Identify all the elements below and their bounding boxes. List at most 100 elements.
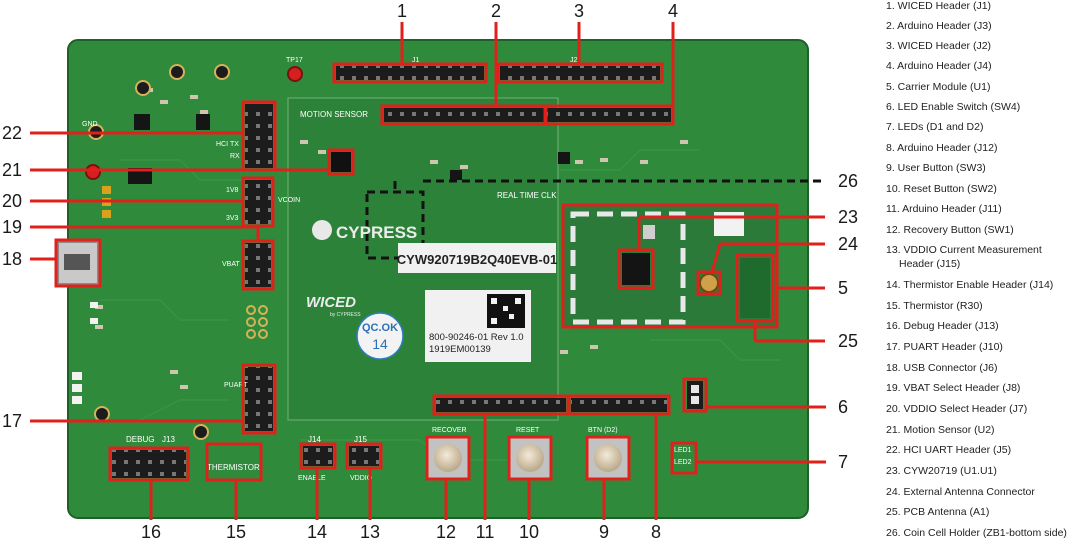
legend-item-5: 5. Carrier Module (U1) [886, 81, 991, 93]
callout-18: 18 [2, 249, 22, 269]
callout-6: 6 [838, 397, 848, 417]
model-label-bg [398, 243, 556, 273]
board-diagram: CYW920719B2Q40EVB-01 800-90246-01 Rev 1.… [2, 1, 858, 541]
legend-item-11: 11. Arduino Header (J11) [886, 203, 1002, 215]
svg-text:J15: J15 [354, 435, 367, 444]
svg-text:MOTION SENSOR: MOTION SENSOR [300, 110, 368, 119]
qc-stamp [356, 312, 404, 360]
push-buttons [426, 436, 630, 480]
callout-21: 21 [2, 160, 22, 180]
callout-4: 4 [668, 1, 678, 21]
callout-15: 15 [226, 522, 246, 541]
pcb-traces [100, 149, 780, 461]
callout-numbers: 1 2 3 4 5 6 7 8 9 10 11 12 13 14 15 16 1… [2, 1, 858, 541]
svg-text:J1: J1 [412, 57, 420, 64]
callout-14: 14 [307, 522, 327, 541]
callout-22: 22 [2, 123, 22, 143]
legend-item-9: 9. User Button (SW3) [886, 162, 986, 174]
legend-item-1: 1. WICED Header (J1) [886, 0, 992, 12]
svg-text:TX: TX [230, 141, 239, 148]
legend-item-25: 25. PCB Antenna (A1) [886, 506, 990, 518]
white-leds [72, 302, 98, 404]
sticker-line1: 800-90246-01 Rev 1.0 [429, 332, 524, 343]
svg-text:J14: J14 [308, 435, 321, 444]
legend: 1. WICED Header (J1) 2. Arduino Header (… [872, 0, 1080, 541]
legend-item-13: 13. VDDIO Current Measurement [886, 244, 1042, 256]
callout-2: 2 [491, 1, 501, 21]
callout-5: 5 [838, 278, 848, 298]
cyw20719-chip [622, 253, 650, 285]
legend-item-14: 14. Thermistor Enable Header (J14) [886, 279, 1054, 291]
svg-text:CYPRESS: CYPRESS [336, 223, 417, 242]
svg-text:RX: RX [230, 153, 240, 160]
black-ics [128, 114, 570, 184]
legend-item-8: 8. Arduino Header (J12) [886, 142, 998, 154]
silkscreen-labels: MOTION SENSOR REAL TIME CLK J1 J2 DEBUG … [82, 57, 692, 482]
callout-17: 17 [2, 411, 22, 431]
svg-text:VCOIN: VCOIN [278, 197, 300, 204]
callout-8: 8 [651, 522, 661, 541]
legend-item-2: 2. Arduino Header (J3) [886, 20, 992, 32]
svg-text:GND: GND [82, 121, 98, 128]
wiced-sub: by CYPRESS [330, 312, 361, 318]
external-antenna-connector [699, 273, 719, 293]
legend-item-20: 20. VDDIO Select Header (J7) [886, 403, 1028, 415]
svg-text:TP17: TP17 [286, 57, 303, 64]
svg-text:HCI: HCI [216, 141, 228, 148]
svg-text:3V3: 3V3 [226, 215, 239, 222]
callout-7: 7 [838, 452, 848, 472]
legend-item-3: 3. WICED Header (J2) [886, 40, 992, 52]
pcb-antenna [740, 258, 770, 318]
motion-sensor-chip [331, 152, 351, 172]
svg-text:REAL TIME CLK: REAL TIME CLK [497, 191, 557, 200]
cypress-logo: CYPRESS [312, 220, 417, 242]
legend-item-24: 24. External Antenna Connector [886, 486, 1035, 498]
callout-26: 26 [838, 171, 858, 191]
sticker-line2: 1919EM00139 [429, 344, 491, 355]
wiced-logo: WICED [306, 294, 356, 311]
svg-text:VBAT: VBAT [222, 261, 240, 268]
callout-9: 9 [599, 522, 609, 541]
svg-text:BTN (D2): BTN (D2) [588, 427, 618, 434]
svg-text:LED2: LED2 [674, 459, 692, 466]
svg-text:ENABLE: ENABLE [298, 475, 326, 482]
callout-20: 20 [2, 191, 22, 211]
legend-item-23: 23. CYW20719 (U1.U1) [886, 465, 997, 477]
pin-headers [112, 66, 671, 478]
svg-text:LED1: LED1 [674, 447, 692, 454]
legend-item-26: 26. Coin Cell Holder (ZB1-bottom side) [886, 527, 1067, 539]
callout-24: 24 [838, 234, 858, 254]
svg-text:RECOVER: RECOVER [432, 427, 467, 434]
qc-line2: 14 [372, 336, 388, 352]
svg-text:J2: J2 [570, 57, 578, 64]
legend-item-7: 7. LEDs (D1 and D2) [886, 121, 984, 133]
legend-item-22: 22. HCI UART Header (J5) [886, 444, 1012, 456]
svg-text:1V8: 1V8 [226, 187, 239, 194]
svg-text:PUART: PUART [224, 382, 248, 389]
legend-item-13-cont: Header (J15) [899, 258, 961, 270]
legend-item-12: 12. Recovery Button (SW1) [886, 224, 1014, 236]
callout-10: 10 [519, 522, 539, 541]
callout-11: 11 [476, 522, 495, 541]
callout-1: 1 [397, 1, 407, 21]
legend-item-19: 19. VBAT Select Header (J8) [886, 382, 1021, 394]
callout-12: 12 [436, 522, 456, 541]
svg-text:VDDIO: VDDIO [350, 475, 373, 482]
qc-line1: QC.OK [362, 322, 398, 334]
svg-text:THERMISTOR: THERMISTOR [207, 463, 260, 472]
callout-19: 19 [2, 217, 22, 237]
svg-text:RESET: RESET [516, 427, 540, 434]
svg-text:J13: J13 [162, 435, 175, 444]
callout-25: 25 [838, 331, 858, 351]
leader-lines [30, 22, 826, 520]
legend-item-15: 15. Thermistor (R30) [886, 300, 983, 312]
legend-item-18: 18. USB Connector (J6) [886, 362, 998, 374]
model-label: CYW920719B2Q40EVB-01 [397, 252, 557, 267]
legend-item-4: 4. Arduino Header (J4) [886, 60, 992, 72]
legend-item-17: 17. PUART Header (J10) [886, 341, 1003, 353]
callout-3: 3 [574, 1, 584, 21]
callout-23: 23 [838, 207, 858, 227]
legend-item-6: 6. LED Enable Switch (SW4) [886, 101, 1021, 113]
legend-item-16: 16. Debug Header (J13) [886, 320, 999, 332]
coin-cell-outline [365, 190, 425, 260]
